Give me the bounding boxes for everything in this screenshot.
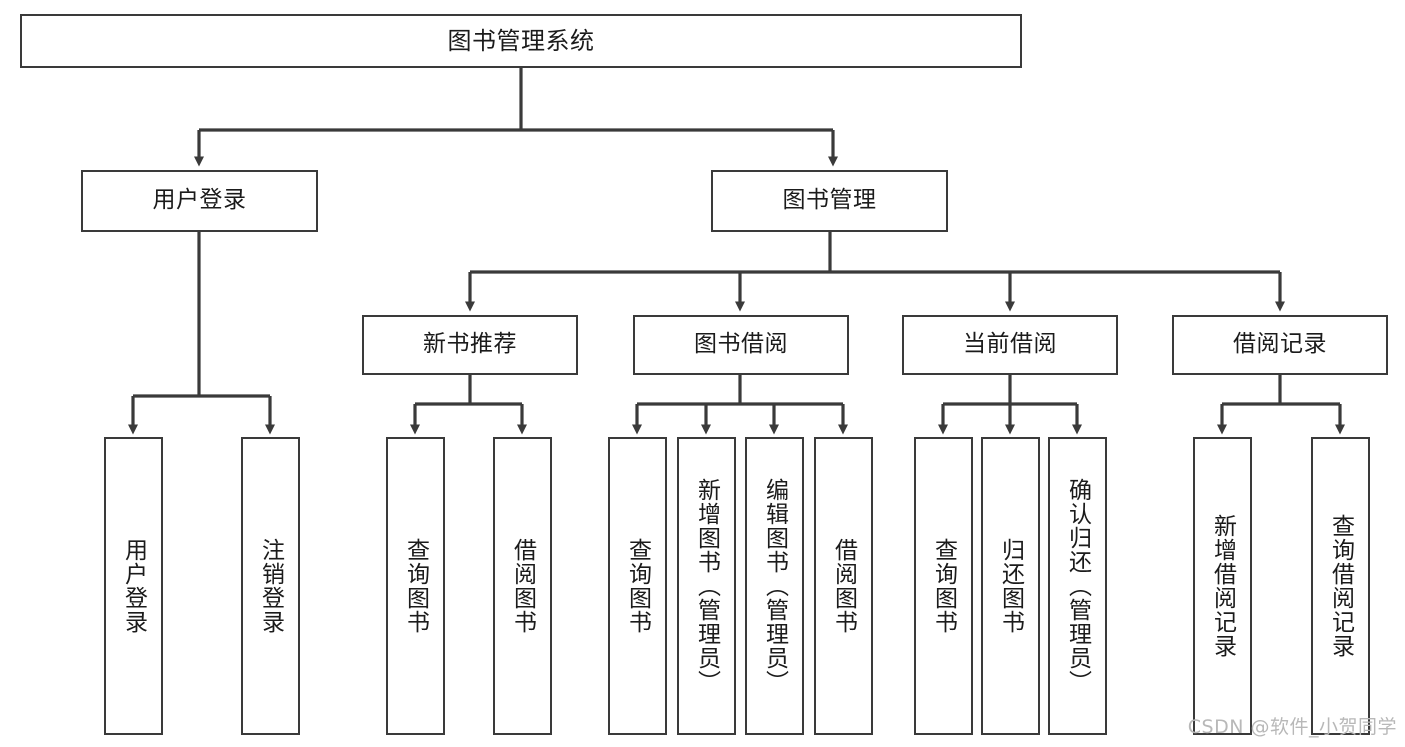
leaf-borrow-add-book[interactable]: 新增图书（管理员） bbox=[677, 437, 736, 735]
node-new-book-recommend[interactable]: 新书推荐 bbox=[362, 315, 578, 375]
leaf-label: 借阅图书 bbox=[830, 538, 857, 634]
leaf-label: 新增图书（管理员） bbox=[693, 478, 720, 694]
leaf-current-query-book[interactable]: 查询图书 bbox=[914, 437, 973, 735]
leaf-label: 确认归还（管理员） bbox=[1064, 478, 1091, 694]
leaf-record-query[interactable]: 查询借阅记录 bbox=[1311, 437, 1370, 735]
node-book-management[interactable]: 图书管理 bbox=[711, 170, 948, 232]
leaf-label: 用户登录 bbox=[120, 538, 147, 634]
node-book-borrow[interactable]: 图书借阅 bbox=[633, 315, 849, 375]
node-current-borrow[interactable]: 当前借阅 bbox=[902, 315, 1118, 375]
leaf-label: 新增借阅记录 bbox=[1209, 514, 1236, 658]
leaf-borrow-query-book[interactable]: 查询图书 bbox=[608, 437, 667, 735]
leaf-borrow-borrow-book[interactable]: 借阅图书 bbox=[814, 437, 873, 735]
leaf-borrow-edit-book[interactable]: 编辑图书（管理员） bbox=[745, 437, 804, 735]
leaf-recommend-borrow-book[interactable]: 借阅图书 bbox=[493, 437, 552, 735]
leaf-current-confirm-return[interactable]: 确认归还（管理员） bbox=[1048, 437, 1107, 735]
leaf-recommend-query-book[interactable]: 查询图书 bbox=[386, 437, 445, 735]
leaf-user-logout[interactable]: 注销登录 bbox=[241, 437, 300, 735]
leaf-label: 归还图书 bbox=[997, 538, 1024, 634]
leaf-label: 借阅图书 bbox=[509, 538, 536, 634]
leaf-label: 编辑图书（管理员） bbox=[761, 478, 788, 694]
leaf-label: 查询图书 bbox=[930, 538, 957, 634]
watermark-text: CSDN @软件_小贺同学 bbox=[1187, 716, 1397, 738]
leaf-label: 查询图书 bbox=[402, 538, 429, 634]
node-root-system[interactable]: 图书管理系统 bbox=[20, 14, 1022, 68]
leaf-record-add[interactable]: 新增借阅记录 bbox=[1193, 437, 1252, 735]
leaf-user-login[interactable]: 用户登录 bbox=[104, 437, 163, 735]
node-borrow-record[interactable]: 借阅记录 bbox=[1172, 315, 1388, 375]
leaf-label: 查询图书 bbox=[624, 538, 651, 634]
leaf-current-return-book[interactable]: 归还图书 bbox=[981, 437, 1040, 735]
leaf-label: 注销登录 bbox=[257, 538, 284, 634]
leaf-label: 查询借阅记录 bbox=[1327, 514, 1354, 658]
node-user-login[interactable]: 用户登录 bbox=[81, 170, 318, 232]
